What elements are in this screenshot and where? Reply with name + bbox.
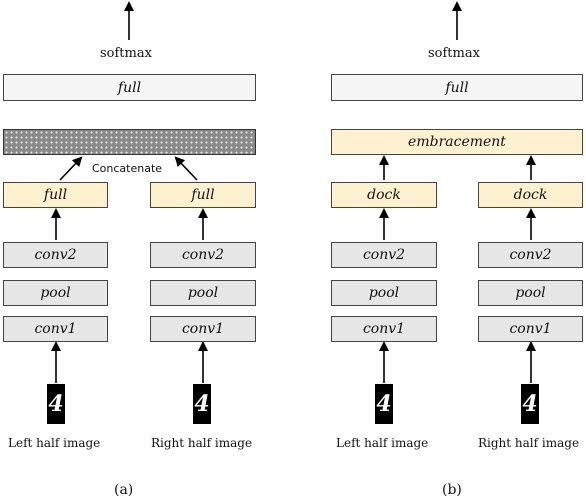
panel-b-right-conv1-layer: conv1: [478, 316, 583, 342]
panel-a-concat-layer: [3, 129, 256, 155]
panel-a-softmax-label: softmax: [100, 46, 152, 61]
panel-b-right-conv2-layer: conv2: [478, 242, 583, 268]
panel-b-left-pool-layer: pool: [331, 280, 437, 306]
panel-b-left-dock-label: dock: [367, 187, 401, 203]
panel-a-left-conv1-layer: conv1: [3, 316, 108, 342]
panel-a-right-pool-label: pool: [187, 285, 219, 301]
panel-a-left-pool-layer: pool: [3, 280, 108, 306]
panel-a-right-pool-layer: pool: [150, 280, 256, 306]
panel-b-right-half-image: 4: [521, 384, 539, 424]
panel-b-right-conv1-label: conv1: [509, 321, 552, 337]
panel-a-right-full-label: full: [191, 187, 215, 203]
panel-b-full-layer: full: [331, 74, 583, 101]
panel-a-full-layer: full: [3, 74, 256, 101]
panel-a-left-pool-label: pool: [40, 285, 71, 301]
panel-a-right-conv1-layer: conv1: [150, 316, 256, 342]
panel-b-label: (b): [442, 482, 462, 498]
panel-a-left-full-label: full: [43, 187, 68, 203]
panel-a-concatenate-label: Concatenate: [90, 162, 165, 175]
panel-a-right-caption: Right half image: [151, 436, 253, 450]
arrow-a-left-full-to-concat: [59, 156, 83, 181]
panel-b-right-digit-glyph: 4: [522, 391, 538, 417]
panel-b-left-conv1-label: conv1: [362, 321, 406, 337]
panel-b-left-caption: Left half image: [336, 436, 429, 450]
panel-b-embracement-layer: embracement: [331, 129, 583, 155]
panel-b-left-conv1-layer: conv1: [331, 316, 437, 342]
panel-a-left-digit-glyph: 4: [48, 391, 64, 417]
panel-b-left-digit-glyph: 4: [376, 391, 392, 417]
panel-a-left-half-image: 4: [47, 384, 65, 424]
panel-b-right-pool-label: pool: [515, 285, 546, 301]
panel-b-left-pool-label: pool: [368, 285, 400, 301]
panel-a-right-full-layer: full: [150, 182, 256, 208]
panel-a-left-full-layer: full: [3, 182, 108, 208]
panel-a-full-label: full: [117, 79, 142, 96]
panel-a-right-digit-glyph: 4: [194, 391, 210, 417]
panel-a-label: (a): [114, 482, 134, 498]
panel-b-right-conv2-label: conv2: [509, 247, 552, 263]
panel-a-right-half-image: 4: [193, 384, 211, 424]
panel-a-left-conv2-layer: conv2: [3, 242, 108, 268]
panel-a-left-conv1-label: conv1: [34, 321, 77, 337]
panel-a-left-conv2-label: conv2: [34, 247, 77, 263]
panel-a-right-conv2-label: conv2: [181, 247, 225, 263]
panel-b-full-label: full: [445, 79, 469, 96]
panel-b-right-pool-layer: pool: [478, 280, 583, 306]
panel-b-right-caption: Right half image: [478, 436, 580, 450]
panel-b-embracement-label: embracement: [408, 134, 506, 150]
panel-b-right-dock-layer: dock: [478, 182, 583, 208]
panel-b-left-dock-layer: dock: [331, 182, 437, 208]
panel-a-right-conv1-label: conv1: [181, 321, 225, 337]
panel-b-left-conv2-label: conv2: [362, 247, 406, 263]
arrow-a-right-full-to-concat: [174, 156, 198, 181]
panel-a-right-conv2-layer: conv2: [150, 242, 256, 268]
panel-b-softmax-label: softmax: [428, 46, 480, 61]
panel-b-right-dock-label: dock: [513, 187, 548, 203]
panel-b-left-conv2-layer: conv2: [331, 242, 437, 268]
panel-a-left-caption: Left half image: [8, 436, 101, 450]
panel-b-left-half-image: 4: [375, 384, 393, 424]
